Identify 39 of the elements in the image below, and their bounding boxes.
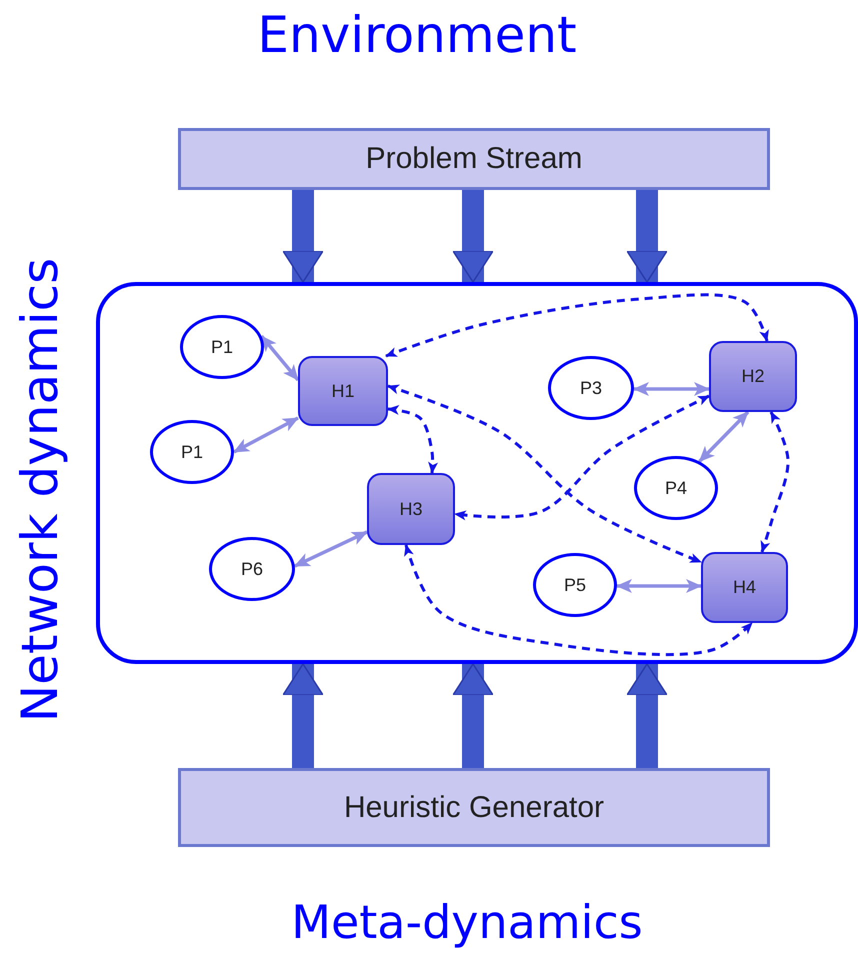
node-label: P1 (180, 442, 204, 462)
rounded-box (709, 341, 797, 412)
side-label: Meta-dynamics (291, 895, 643, 949)
block-arrow (626, 190, 668, 283)
node-label: P5 (564, 574, 586, 596)
double-arrow (698, 410, 750, 463)
double-arrow (616, 578, 702, 593)
double-arrow (294, 530, 368, 568)
dashed-arrow (454, 394, 710, 520)
node-label: P6 (240, 558, 264, 580)
banner-box (178, 768, 770, 847)
dashed-arrow (404, 544, 754, 656)
dashed-arrow (385, 293, 769, 358)
node-label: Problem Stream (366, 142, 582, 176)
dashed-arrow (760, 411, 790, 553)
node-label: H3 (399, 498, 422, 520)
node-label: H1 (331, 380, 354, 402)
block-arrow (282, 663, 324, 768)
double-arrow (632, 382, 710, 396)
double-arrow (260, 335, 300, 382)
side-label: Network dynamics (11, 258, 69, 722)
block-arrow (282, 190, 324, 283)
banner-box (178, 128, 770, 190)
block-arrow (452, 663, 494, 768)
node-label: Heuristic Generator (344, 790, 604, 824)
network-container (96, 282, 858, 664)
node-label: P3 (580, 378, 602, 398)
block-arrow (452, 190, 494, 283)
rounded-box (367, 473, 455, 545)
node-label: H4 (732, 577, 756, 598)
block-arrow (626, 663, 668, 768)
rounded-box (298, 356, 388, 426)
side-label: Environment (257, 6, 577, 64)
double-arrow (233, 416, 299, 454)
node-label: P4 (664, 478, 688, 498)
dashed-arrow (387, 405, 438, 474)
node-label: P1 (210, 336, 234, 358)
node-label: H2 (741, 366, 764, 387)
rounded-box (701, 552, 788, 623)
